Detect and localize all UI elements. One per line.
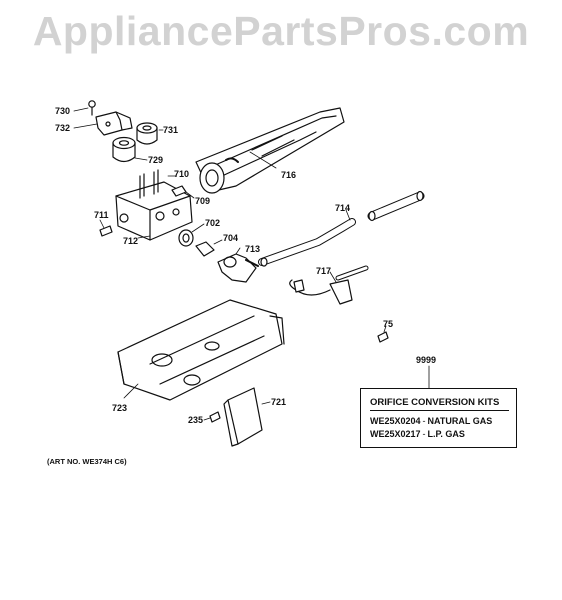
part-721-shield xyxy=(223,387,271,447)
callout-704: 704 xyxy=(223,233,239,243)
part-75-screw xyxy=(377,325,389,343)
callout-732: 732 xyxy=(55,123,71,133)
callout-729: 729 xyxy=(148,155,164,165)
callout-716: 716 xyxy=(281,170,297,180)
part-702-nut xyxy=(178,223,205,247)
part-717-igniter xyxy=(289,265,369,305)
callout-9999: 9999 xyxy=(416,355,437,365)
part-730-screw xyxy=(73,100,96,116)
art-number: (ART NO. WE374H C6) xyxy=(47,457,127,466)
kit-box-title: ORIFICE CONVERSION KITS xyxy=(370,397,500,408)
orifice-kit-box: ORIFICE CONVERSION KITS WE25X0204-NATURA… xyxy=(360,388,517,448)
kit-row-lp-gas: WE25X0217-L.P. GAS xyxy=(370,429,465,439)
callout-711: 711 xyxy=(94,210,109,220)
part-709-fitting xyxy=(171,185,195,199)
part-729-coil xyxy=(112,136,148,163)
site-watermark: AppliancePartsPros.com xyxy=(32,8,530,54)
part-732-bracket xyxy=(73,111,133,136)
part-711-screw xyxy=(99,219,113,237)
kit-part-number: WE25X0204 xyxy=(370,416,421,426)
callout-235: 235 xyxy=(188,415,204,425)
kit-description: L.P. GAS xyxy=(427,429,465,439)
part-731-coil xyxy=(136,122,164,145)
part-704-orifice xyxy=(195,239,223,257)
part-723-mounting-bracket xyxy=(117,299,285,401)
callout-713: 713 xyxy=(245,244,261,254)
part-235-screw xyxy=(203,411,221,423)
part-714-gas-tube xyxy=(258,190,425,267)
callout-709: 709 xyxy=(195,196,211,206)
kit-row-natural-gas: WE25X0204-NATURAL GAS xyxy=(370,416,493,426)
callout-710: 710 xyxy=(174,169,190,179)
callout-712: 712 xyxy=(123,236,139,246)
part-716-burner xyxy=(195,107,345,194)
callout-723: 723 xyxy=(112,403,128,413)
kit-title-underline xyxy=(370,410,509,411)
callout-702: 702 xyxy=(205,218,221,228)
callout-730: 730 xyxy=(55,106,71,116)
part-712-gas-valve xyxy=(115,169,193,241)
callout-75: 75 xyxy=(383,319,394,329)
callout-721: 721 xyxy=(271,397,287,407)
callout-714: 714 xyxy=(335,203,351,213)
kit-description: NATURAL GAS xyxy=(427,416,493,426)
part-713-elbow xyxy=(217,247,259,283)
callout-731: 731 xyxy=(163,125,179,135)
kit-part-number: WE25X0217 xyxy=(370,429,421,439)
callout-717: 717 xyxy=(316,266,332,276)
